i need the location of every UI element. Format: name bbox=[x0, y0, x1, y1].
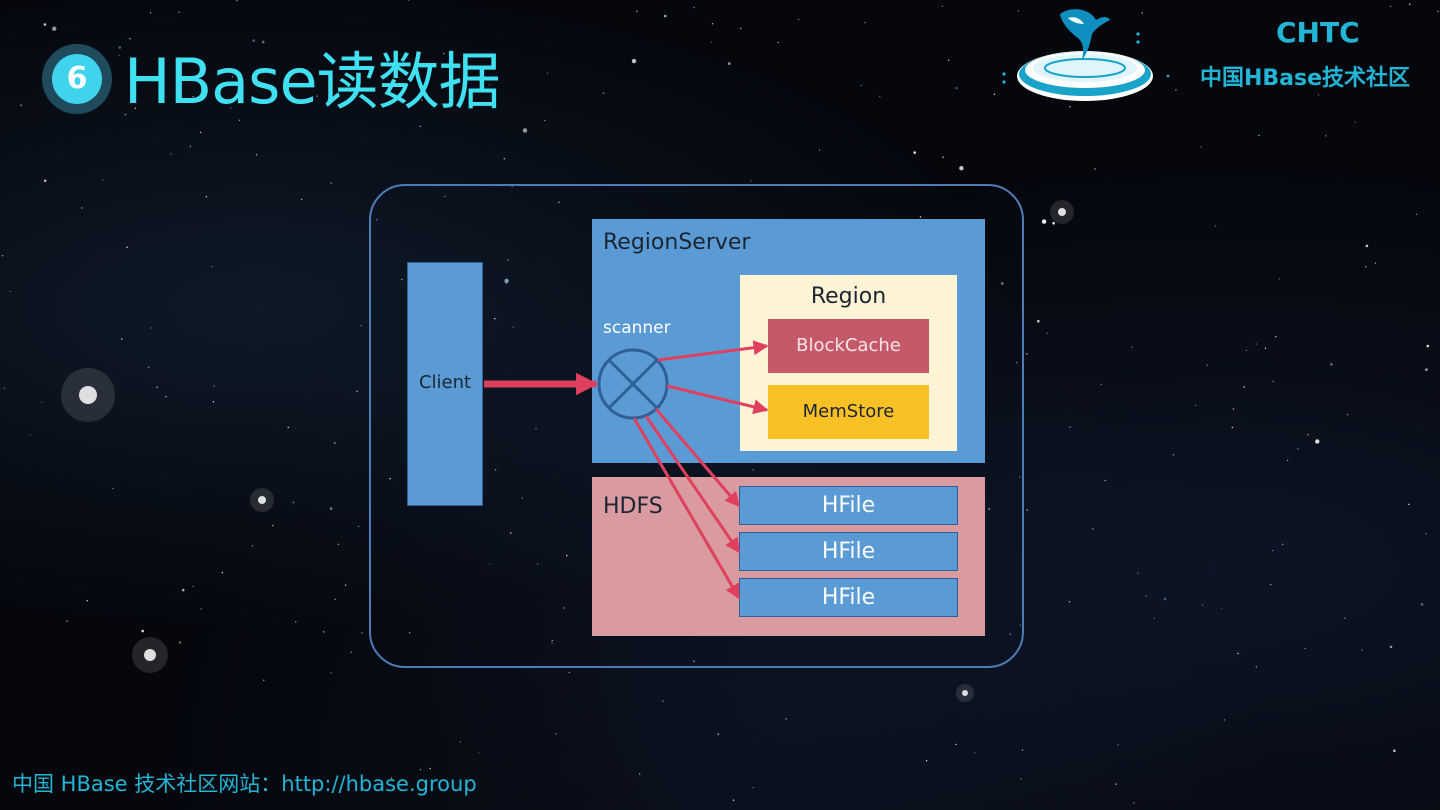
footer-website: 中国 HBase 技术社区网站：http://hbase.group bbox=[12, 772, 477, 796]
hdfs-label: HDFS bbox=[603, 494, 663, 519]
scanner-to-hfile-2-arrow bbox=[644, 415, 741, 554]
scanner-to-blockcache-arrow bbox=[657, 340, 769, 362]
hfile-box-1: HFile bbox=[739, 486, 958, 525]
scanner-to-hfile-3-arrow bbox=[632, 417, 741, 600]
brand-name: CHTC bbox=[1276, 16, 1360, 49]
regionserver-label: RegionServer bbox=[603, 230, 751, 255]
scanner-label: scanner bbox=[603, 318, 671, 338]
client-box bbox=[407, 262, 483, 506]
section-number-badge: 6 bbox=[42, 44, 112, 114]
memstore-box: MemStore bbox=[768, 385, 929, 439]
blockcache-box: BlockCache bbox=[768, 319, 929, 373]
hfile-box-3: HFile bbox=[739, 578, 958, 617]
brand-subtitle: 中国HBase技术社区 bbox=[1200, 66, 1411, 91]
circle-x-scanner-icon bbox=[597, 348, 669, 420]
orca-on-disc-logo-icon bbox=[1002, 9, 1170, 101]
page-title: HBase读数据 bbox=[124, 45, 501, 118]
region-label: Region bbox=[810, 284, 887, 309]
scanner-to-memstore-arrow bbox=[666, 384, 769, 415]
hfile-box-2: HFile bbox=[739, 532, 958, 571]
diagram-frame bbox=[369, 184, 1024, 668]
client-label: Client bbox=[418, 372, 472, 393]
section-number: 6 bbox=[52, 54, 102, 104]
scanner-to-hfile-1-arrow bbox=[654, 408, 741, 508]
